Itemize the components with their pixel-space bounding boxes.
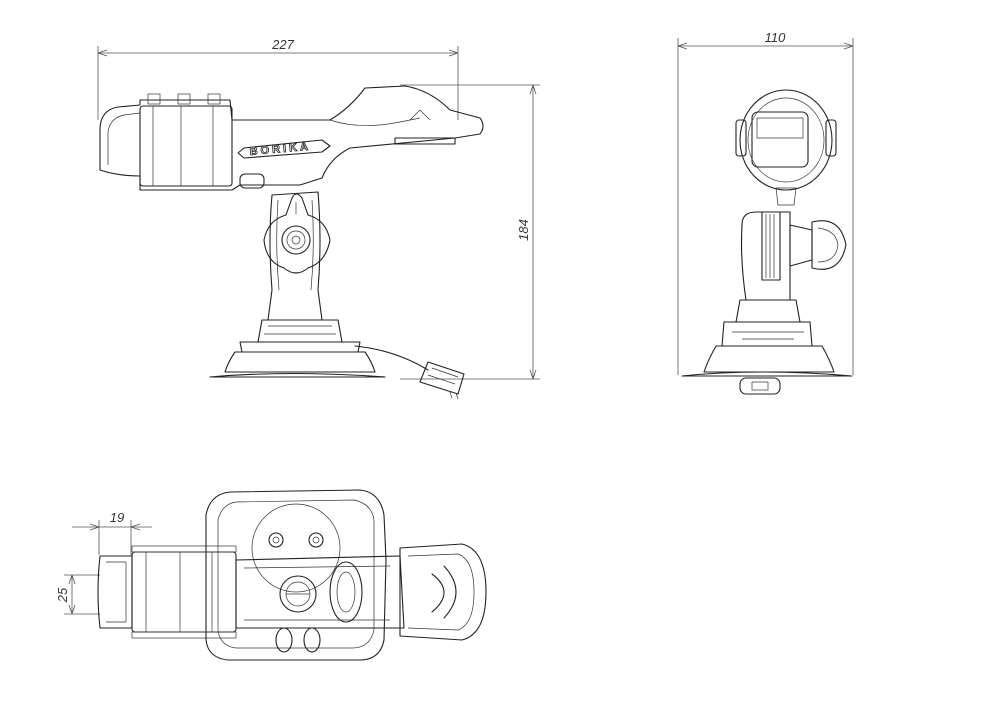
front-width-label: 110 [765, 30, 786, 45]
clamp-handle-top [399, 543, 487, 641]
dimension-front-width: 110 [677, 30, 854, 375]
side-width-label: 227 [271, 37, 294, 52]
side-height-label: 184 [516, 219, 531, 241]
rod-tube-front [735, 89, 837, 206]
rod-tube-top [97, 545, 237, 639]
lock-knob [263, 193, 331, 274]
dimension-side-width: 227 [97, 37, 459, 120]
body-top [235, 555, 405, 629]
front-view: 110 [677, 30, 854, 395]
swivel-arm-front [740, 211, 847, 301]
side-view: 227 184 BORIKA [97, 37, 540, 400]
dimension-side-height: 184 [400, 84, 540, 380]
base-mount [209, 319, 386, 378]
dimension-top-offset: 19 [72, 510, 152, 555]
base-front [681, 299, 853, 395]
svg-text:BORIKA: BORIKA [249, 141, 311, 158]
cable-plug [354, 345, 465, 400]
rod-holder-body [99, 85, 484, 191]
brand-logo: BORIKA [237, 139, 331, 159]
top-view: 19 25 [55, 489, 487, 661]
top-width-label: 25 [55, 587, 70, 603]
top-offset-label: 19 [110, 510, 124, 525]
swivel-arm [267, 191, 323, 321]
dimension-top-width: 25 [55, 574, 100, 615]
